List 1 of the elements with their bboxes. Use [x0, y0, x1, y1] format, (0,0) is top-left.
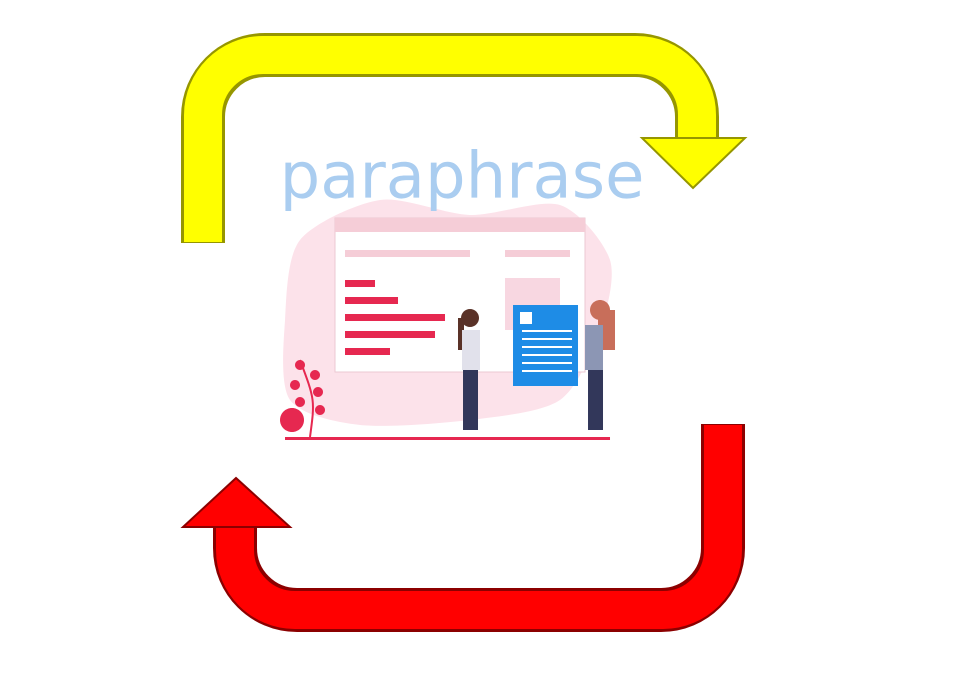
title: paraphrase [285, 149, 642, 211]
